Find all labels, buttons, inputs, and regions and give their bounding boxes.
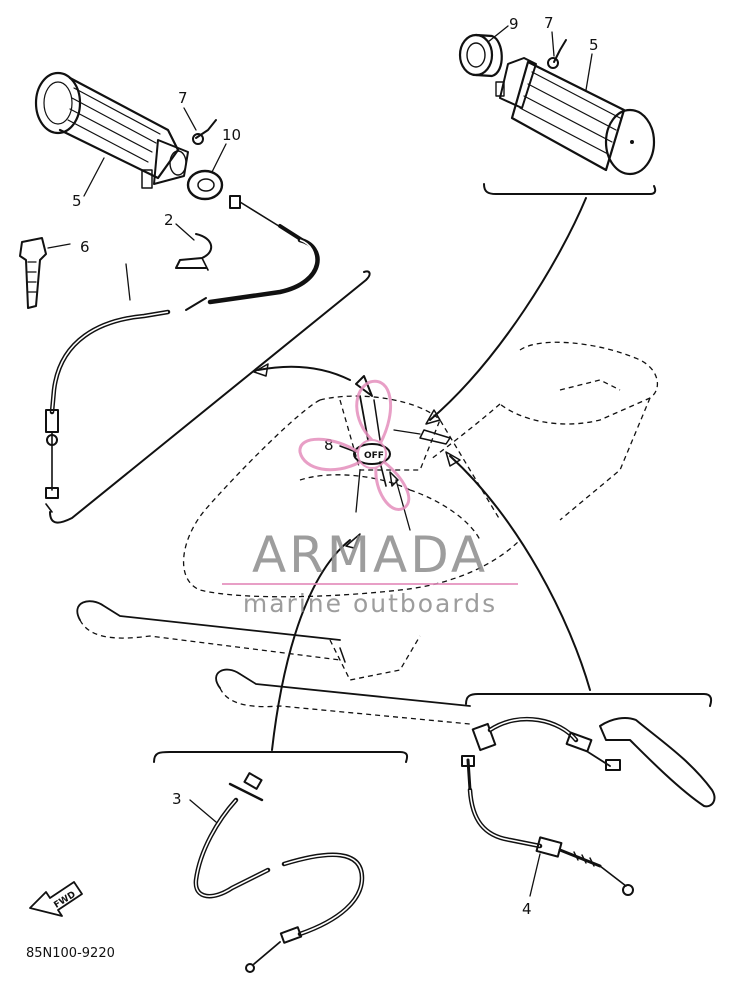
callout-switch: 8 bbox=[324, 436, 334, 454]
left-grip-assembly bbox=[19, 71, 371, 524]
propeller-logo bbox=[298, 379, 411, 511]
left-handlebar-grip bbox=[34, 71, 189, 189]
right-cable-assembly bbox=[445, 451, 716, 897]
callout-grip-right: 5 bbox=[589, 36, 599, 54]
callout-cable-right: 4 bbox=[522, 900, 532, 918]
callout-clip: 2 bbox=[164, 211, 174, 229]
lower-cable-assembly bbox=[153, 533, 409, 973]
left-screw bbox=[192, 119, 217, 145]
cable-clip bbox=[175, 233, 212, 271]
snowmobile-body bbox=[76, 341, 659, 725]
watermark: ARMADA marine outboards bbox=[222, 379, 518, 618]
diagram-part-code: 85N100-9220 bbox=[26, 946, 115, 961]
throttle-cable bbox=[45, 195, 320, 499]
right-grip-assembly bbox=[425, 33, 657, 425]
forward-direction-arrow: FWD bbox=[29, 881, 83, 917]
callout-grip-left: 5 bbox=[72, 192, 82, 210]
engine-stop-switch: OFF bbox=[339, 375, 451, 531]
watermark-subtitle: marine outboards bbox=[243, 589, 497, 618]
callout-cable-lower: 3 bbox=[172, 790, 182, 808]
ignition-key bbox=[19, 237, 71, 309]
watermark-title: ARMADA bbox=[252, 526, 488, 584]
callout-screw-left: 7 bbox=[178, 89, 188, 107]
switch-face-mark: OFF bbox=[364, 451, 384, 461]
right-handlebar-grip bbox=[495, 57, 656, 176]
callout-washer: 10 bbox=[222, 126, 241, 144]
washer bbox=[186, 169, 224, 201]
grip-collar bbox=[458, 33, 503, 78]
callout-collar: 9 bbox=[509, 15, 519, 33]
callout-key: 6 bbox=[80, 238, 90, 256]
right-screw bbox=[547, 39, 567, 69]
callout-screw-right: 7 bbox=[544, 14, 554, 32]
